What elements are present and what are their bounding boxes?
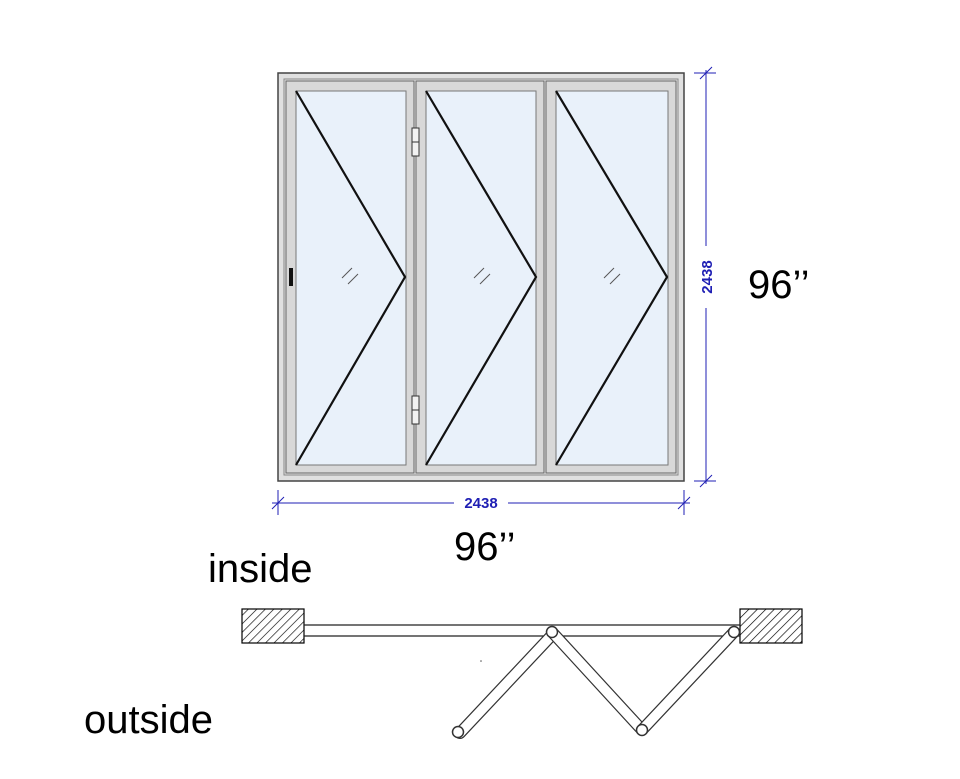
pivot-1 xyxy=(545,625,559,639)
height-dimension-value: 2438 xyxy=(699,260,716,293)
opening-indicator-1 xyxy=(295,90,407,466)
folded-panel-2 xyxy=(546,626,648,736)
folded-panel-1 xyxy=(454,629,558,739)
glass-reflection-mark-3 xyxy=(603,267,621,285)
door-panel-1 xyxy=(285,80,415,474)
height-label: 96’’ xyxy=(748,263,810,307)
inner-frame-edge xyxy=(283,78,679,476)
inside-label: inside xyxy=(208,547,313,591)
left-wall xyxy=(241,608,305,644)
hinge-top xyxy=(411,127,420,157)
opening-indicator-2 xyxy=(425,90,538,466)
glass-reflection-mark-2 xyxy=(473,267,491,285)
right-wall xyxy=(739,608,803,644)
outside-label: outside xyxy=(84,698,213,742)
glass-reflection-mark-1 xyxy=(341,267,359,285)
pivot-2 xyxy=(727,625,741,639)
glass-pane-3 xyxy=(555,90,669,466)
door-panel-2 xyxy=(415,80,545,474)
plan-view xyxy=(241,608,803,739)
glass-pane-1 xyxy=(295,90,407,466)
folded-panel-3 xyxy=(636,626,740,736)
width-label: 96’’ xyxy=(454,525,516,569)
width-dimension-value: 2438 xyxy=(464,495,497,512)
opening-indicator-3 xyxy=(555,90,669,466)
height-dimension xyxy=(694,66,716,488)
door-handle xyxy=(289,268,293,286)
pivot-3 xyxy=(635,723,649,737)
hinge-bottom xyxy=(411,395,420,425)
door-panel-3 xyxy=(545,80,677,474)
width-dimension xyxy=(271,490,691,515)
door-elevation xyxy=(277,72,685,482)
pivot-4 xyxy=(451,725,465,739)
glass-pane-2 xyxy=(425,90,537,466)
